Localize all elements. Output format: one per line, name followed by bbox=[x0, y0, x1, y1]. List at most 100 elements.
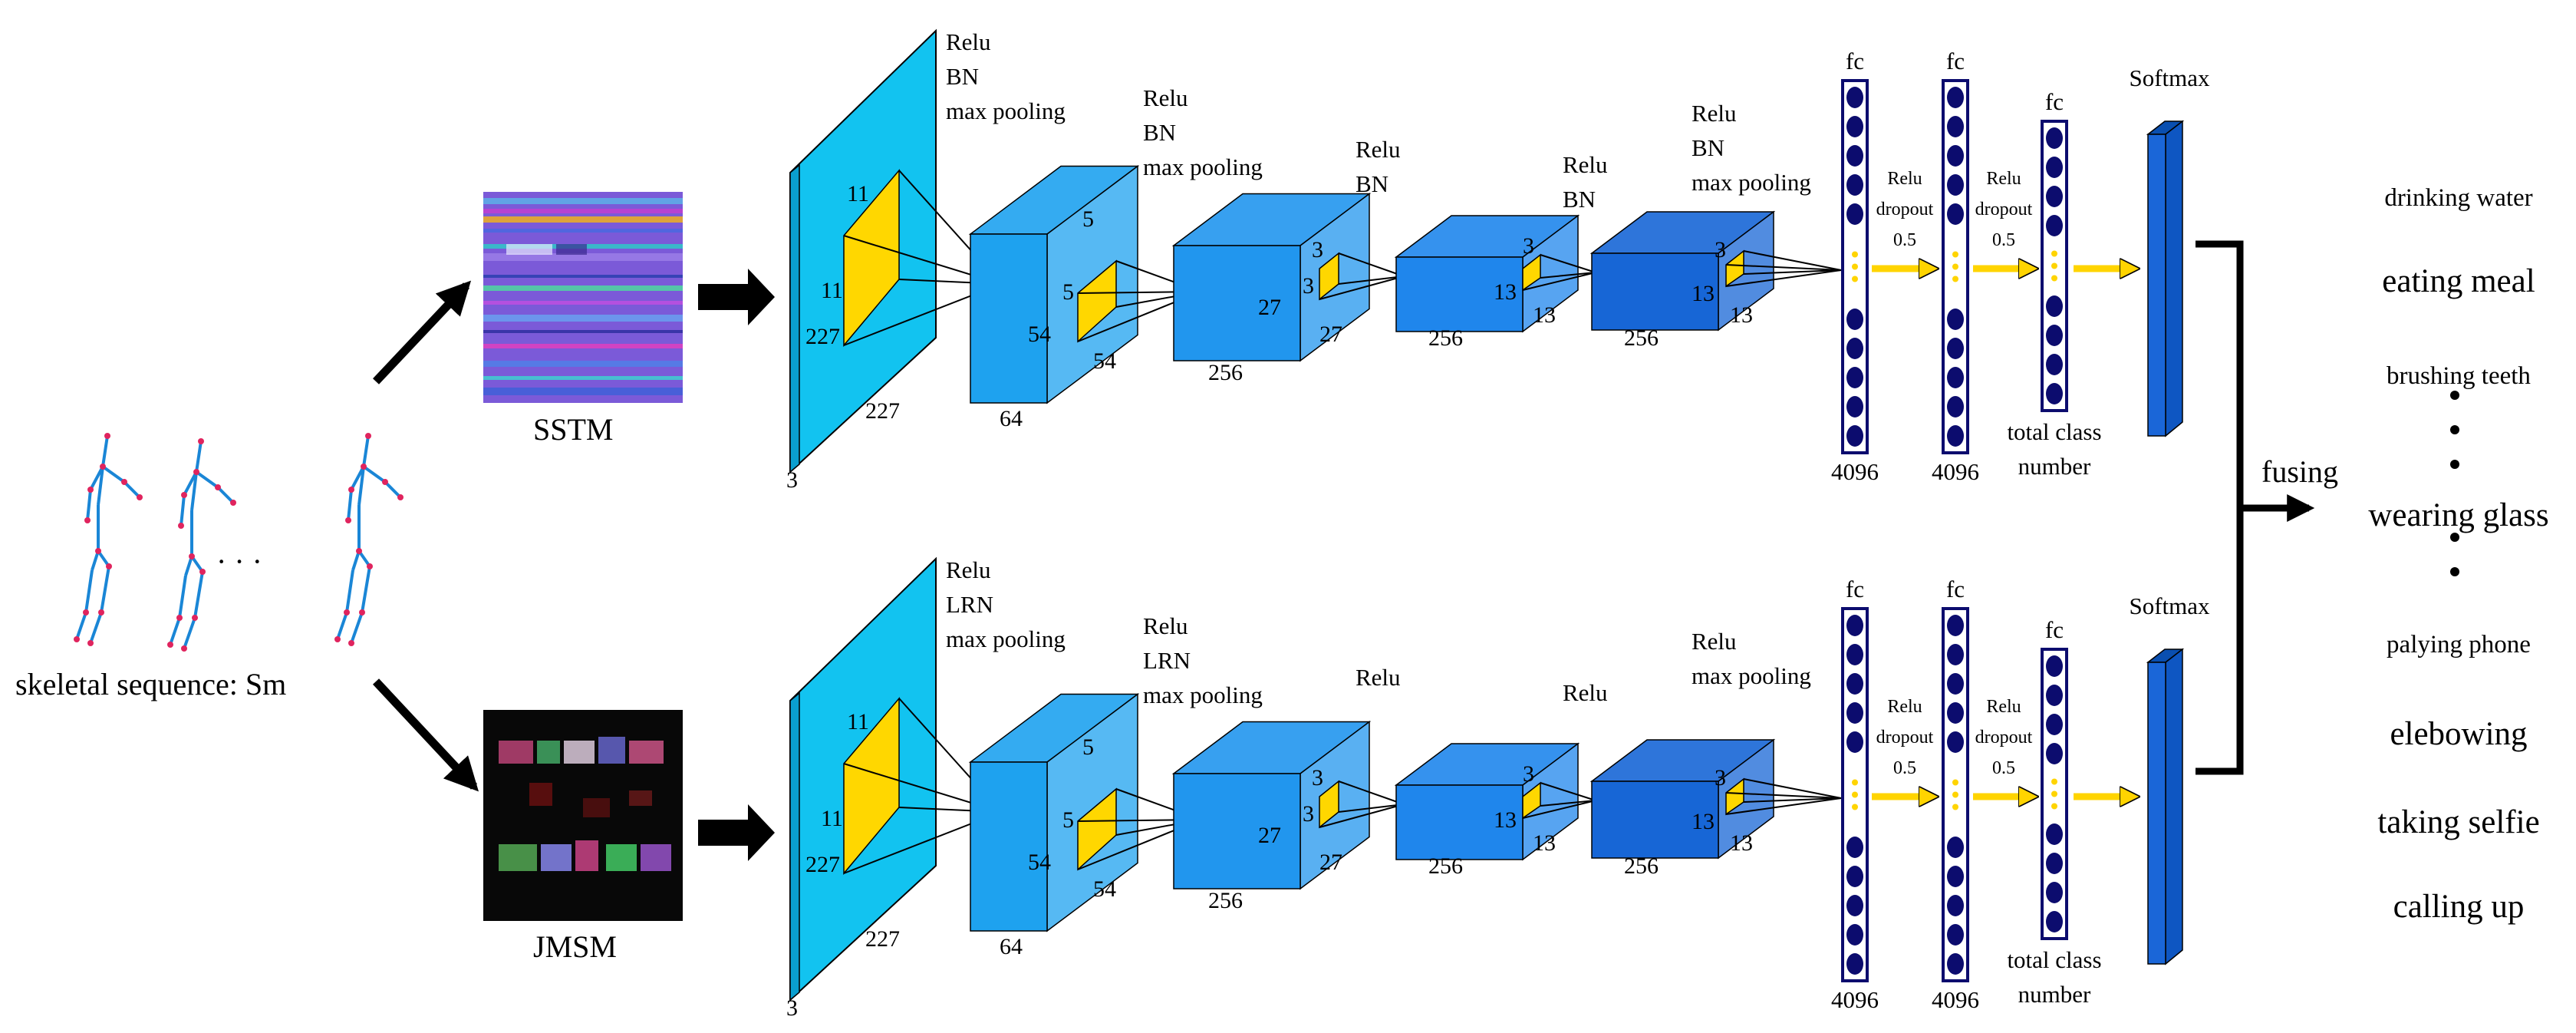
conv5-size-a: 13 bbox=[1692, 281, 1715, 306]
conv2-kernel-a: 5 bbox=[1082, 206, 1094, 232]
conv4-block bbox=[1394, 742, 1580, 861]
dropout1-text-0: Relu bbox=[1887, 169, 1922, 189]
class-label-4: palying phone bbox=[2387, 631, 2531, 658]
fc3-units-line2: number bbox=[2018, 981, 2091, 1008]
class-ellipsis-dot-0 bbox=[2450, 391, 2459, 400]
dropout1-text-2: 0.5 bbox=[1893, 230, 1916, 250]
softmax-bar bbox=[2146, 120, 2185, 437]
class-ellipsis-dot-3 bbox=[2450, 533, 2459, 542]
conv4-block bbox=[1394, 214, 1580, 333]
conv1-channels: 3 bbox=[786, 995, 798, 1021]
dropout2-text-1: dropout bbox=[1975, 200, 2033, 219]
class-label-0: drinking water bbox=[2384, 184, 2532, 212]
conv1-op-1: BN bbox=[946, 63, 979, 90]
class-list: drinking water eating meal brushing teeth w… bbox=[2368, 184, 2548, 925]
conv1-op-1: LRN bbox=[946, 591, 993, 618]
conv2-op-1: LRN bbox=[1143, 647, 1191, 674]
fc2-label: fc bbox=[1946, 48, 1965, 74]
fc1-label: fc bbox=[1846, 48, 1864, 74]
dropout1-text-0: Relu bbox=[1887, 697, 1922, 717]
skeleton-figure-3 bbox=[334, 433, 404, 646]
fc3-label: fc bbox=[2045, 616, 2064, 643]
skeleton-figure-2 bbox=[167, 438, 236, 652]
skeleton-sequence bbox=[74, 433, 404, 652]
class-ellipsis-dot-4 bbox=[2450, 567, 2459, 576]
conv3-channels: 256 bbox=[1208, 888, 1243, 913]
dropout2-text-2: 0.5 bbox=[1992, 230, 2015, 250]
dropout2-text-0: Relu bbox=[1986, 697, 2021, 717]
branch-arrow-top bbox=[373, 280, 472, 384]
conv3-kernel-a: 3 bbox=[1312, 237, 1323, 262]
conv2-op-0: Relu bbox=[1143, 84, 1188, 111]
conv5-op-2: max pooling bbox=[1692, 169, 1811, 196]
conv2-op-2: max pooling bbox=[1143, 153, 1263, 180]
fc3-units-line1: total class bbox=[2007, 946, 2101, 973]
conv2-op-1: BN bbox=[1143, 119, 1176, 146]
fc1-label: fc bbox=[1846, 576, 1864, 602]
conv3-size-b: 27 bbox=[1319, 322, 1342, 347]
conv5-block bbox=[1589, 210, 1776, 332]
fc3-column bbox=[2041, 120, 2068, 412]
dropout2-text-2: 0.5 bbox=[1992, 758, 2015, 778]
conv2-size-b: 54 bbox=[1093, 876, 1116, 902]
class-label-6: taking selfie bbox=[2377, 804, 2539, 840]
fc1-units: 4096 bbox=[1831, 986, 1879, 1013]
class-ellipsis-dot-1 bbox=[2450, 425, 2459, 434]
conv4-size-b: 13 bbox=[1533, 302, 1556, 328]
conv4-size-b: 13 bbox=[1533, 830, 1556, 856]
class-label-3: wearing glass bbox=[2368, 497, 2548, 533]
conv2-op-0: Relu bbox=[1143, 612, 1188, 639]
conv2-size-b: 54 bbox=[1093, 348, 1116, 374]
conv4-kernel-a: 3 bbox=[1523, 761, 1534, 787]
conv2-channels: 64 bbox=[1000, 934, 1023, 959]
dropout2-text-0: Relu bbox=[1986, 169, 2021, 189]
class-label-5: elebowing bbox=[2390, 716, 2527, 752]
fc3-column bbox=[2041, 648, 2068, 940]
conv4-op-0: Relu bbox=[1563, 151, 1608, 178]
conv5-op-1: BN bbox=[1692, 134, 1724, 161]
sstm-label: SSTM bbox=[533, 412, 614, 447]
skeleton-figure-1 bbox=[74, 433, 143, 646]
conv2-kernel-a: 5 bbox=[1082, 734, 1094, 760]
dropout2-text-1: dropout bbox=[1975, 728, 2033, 748]
conv1-kernel-b: 11 bbox=[821, 806, 843, 831]
fusion-label: fusing bbox=[2261, 454, 2338, 489]
conv5-channels: 256 bbox=[1624, 325, 1659, 351]
conv1-kernel-b: 11 bbox=[821, 278, 843, 303]
conv5-op-0: Relu bbox=[1692, 100, 1737, 127]
conv1-size-a: 227 bbox=[805, 324, 840, 349]
conv4-size-a: 13 bbox=[1494, 279, 1517, 305]
conv1-size-b: 227 bbox=[865, 926, 900, 952]
class-label-2: brushing teeth bbox=[2387, 362, 2531, 390]
conv2-kernel-b: 5 bbox=[1062, 807, 1074, 833]
conv5-op-1: max pooling bbox=[1692, 662, 1811, 689]
skeleton-ellipsis: · · · bbox=[216, 544, 262, 579]
conv5-kernel-a: 3 bbox=[1715, 237, 1726, 262]
conv1-op-0: Relu bbox=[946, 28, 991, 55]
conv3-size-a: 27 bbox=[1258, 295, 1281, 320]
conv2-op-2: max pooling bbox=[1143, 682, 1263, 708]
conv2-size-a: 54 bbox=[1028, 850, 1051, 875]
softmax-label: Softmax bbox=[2129, 592, 2210, 619]
jmsm-label: JMSM bbox=[533, 929, 617, 964]
conv1-kernel-a: 11 bbox=[847, 709, 869, 734]
fc3-units-line1: total class bbox=[2007, 418, 2101, 445]
fc2-units: 4096 bbox=[1932, 986, 1979, 1013]
fc2-label: fc bbox=[1946, 576, 1965, 602]
class-label-7: calling up bbox=[2393, 889, 2525, 925]
conv3-kernel-a: 3 bbox=[1312, 765, 1323, 790]
fc1-column bbox=[1841, 607, 1869, 982]
dropout1-text-2: 0.5 bbox=[1893, 758, 1916, 778]
class-label-1: eating meal bbox=[2382, 263, 2535, 299]
map-arrow-top bbox=[698, 269, 775, 325]
conv3-channels: 256 bbox=[1208, 360, 1243, 385]
conv2-channels: 64 bbox=[1000, 406, 1023, 431]
conv3-op-0: Relu bbox=[1356, 136, 1401, 163]
conv3-kernel-b: 3 bbox=[1303, 801, 1314, 827]
conv3-op-1: BN bbox=[1356, 170, 1388, 197]
conv5-channels: 256 bbox=[1624, 853, 1659, 879]
conv1-op-0: Relu bbox=[946, 556, 991, 583]
